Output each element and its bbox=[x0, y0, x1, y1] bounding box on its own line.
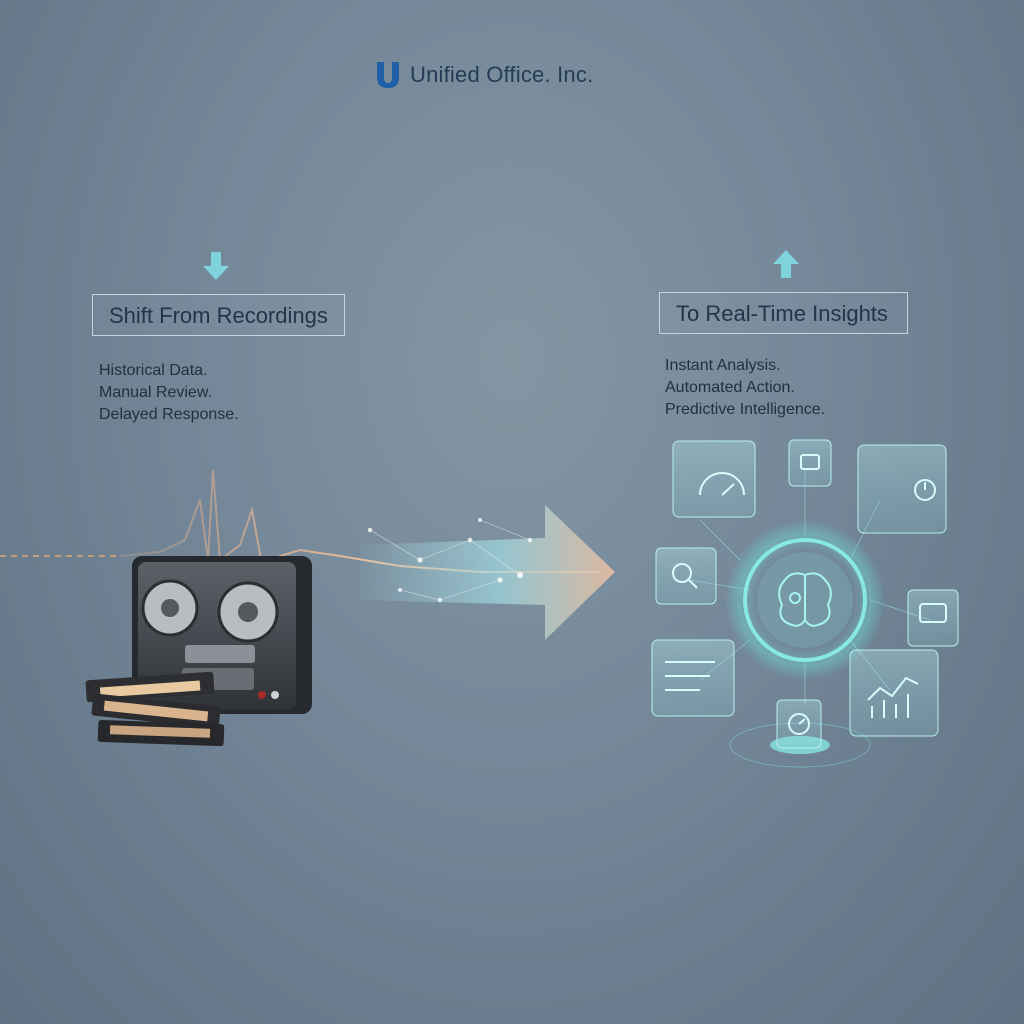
panel-glyphs bbox=[665, 454, 947, 735]
left-title-box: Shift From Recordings bbox=[92, 294, 345, 336]
right-list: Instant Analysis. Automated Action. Pred… bbox=[665, 355, 825, 421]
gauge-panel bbox=[672, 440, 756, 518]
right-title: To Real-Time Insights bbox=[676, 301, 888, 326]
lock-panel bbox=[788, 439, 832, 487]
ai-hub-illustration bbox=[651, 439, 959, 768]
particle-network bbox=[367, 517, 533, 603]
left-list: Historical Data. Manual Review. Delayed … bbox=[99, 360, 239, 426]
right-item-instant: Instant Analysis. bbox=[665, 357, 781, 374]
left-item-historical: Historical Data. bbox=[99, 362, 208, 379]
left-item-delayed: Delayed Response. bbox=[99, 406, 239, 423]
right-title-box: To Real-Time Insights bbox=[659, 292, 908, 334]
arrow-down-icon bbox=[203, 252, 229, 280]
right-item-predictive: Predictive Intelligence. bbox=[665, 401, 826, 418]
transition-arrow bbox=[360, 505, 615, 640]
search-panel bbox=[655, 547, 717, 605]
chat-panel bbox=[907, 589, 959, 647]
brand-name: Unified Office. Inc. bbox=[410, 62, 594, 87]
brain-icon bbox=[778, 572, 832, 627]
left-item-manual: Manual Review. bbox=[99, 384, 212, 401]
arrow-up-icon bbox=[773, 250, 799, 278]
clock-panel bbox=[857, 444, 947, 534]
left-title: Shift From Recordings bbox=[109, 303, 328, 328]
cassette-stack-icon bbox=[85, 671, 225, 747]
report-panel bbox=[651, 639, 735, 717]
brand: Unified Office. Inc. bbox=[374, 60, 593, 90]
unified-office-logo bbox=[377, 62, 399, 88]
right-item-automated: Automated Action. bbox=[665, 379, 795, 396]
